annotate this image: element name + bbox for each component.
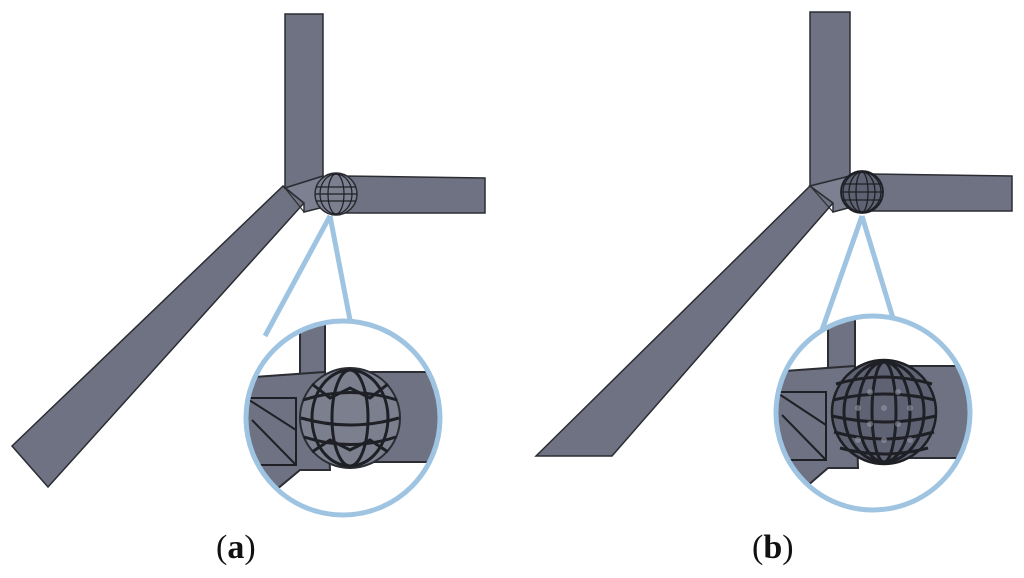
panel-b-vertical-arm	[809, 11, 851, 187]
panel-b-junction	[808, 175, 851, 213]
panel-a-vertical-arm	[284, 13, 324, 190]
panel-b-zoom-view	[776, 316, 970, 510]
panel-b-model	[534, 11, 1013, 457]
panel-a-horizontal-arm	[342, 175, 486, 214]
panel-a-zoom-view	[246, 321, 440, 515]
panel-b-caption: (b)	[752, 529, 794, 566]
panel-a-caption: (a)	[216, 529, 256, 566]
panel-a-lattice-ball	[314, 172, 358, 216]
figure-canvas	[10, 11, 1013, 518]
panel-a-label: a	[227, 529, 245, 566]
panel-b-label: b	[763, 529, 783, 566]
panel-b-callout	[773, 215, 973, 513]
panel-a-callout	[243, 214, 443, 518]
panel-a-model	[10, 13, 486, 489]
panel-b-lattice-ball	[840, 170, 884, 214]
panel-b-horizontal-arm	[867, 173, 1013, 212]
